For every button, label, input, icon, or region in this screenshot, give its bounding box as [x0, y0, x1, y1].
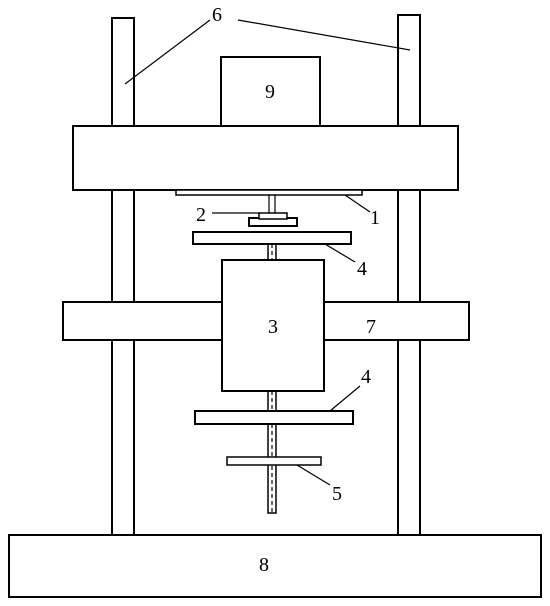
label-upper-clamp-plate: 4 [357, 258, 367, 280]
label-bearing-plate: 1 [370, 207, 380, 229]
label-lower-clamp-plate: 4 [361, 366, 371, 388]
leader-upper-clamp [324, 243, 356, 263]
label-coupling: 2 [196, 204, 206, 226]
right-column [397, 14, 421, 539]
label-base: 8 [259, 554, 269, 576]
coupling-hub [258, 212, 288, 220]
leader-lower-clamp [329, 385, 361, 412]
label-motor: 3 [268, 316, 278, 338]
label-top-block: 9 [265, 81, 275, 103]
middle-beam-left [62, 301, 224, 341]
leader-column-left [124, 19, 211, 85]
left-column [111, 17, 135, 539]
label-bottom-disc: 5 [332, 483, 342, 505]
lower-clamp-plate [194, 410, 354, 425]
top-crossbeam [72, 125, 459, 191]
label-middle-beam: 7 [366, 316, 376, 338]
bottom-disc [226, 456, 322, 466]
top-block [220, 56, 321, 127]
upper-clamp-plate [192, 231, 352, 245]
label-column: 6 [212, 4, 222, 26]
base [8, 534, 542, 598]
middle-beam-right [323, 301, 470, 341]
leader-bottom-disc [296, 464, 331, 486]
leader-bearing-plate [344, 194, 371, 213]
leader-column-right [237, 19, 411, 51]
motor [221, 259, 325, 392]
bearing-plate [175, 189, 363, 196]
